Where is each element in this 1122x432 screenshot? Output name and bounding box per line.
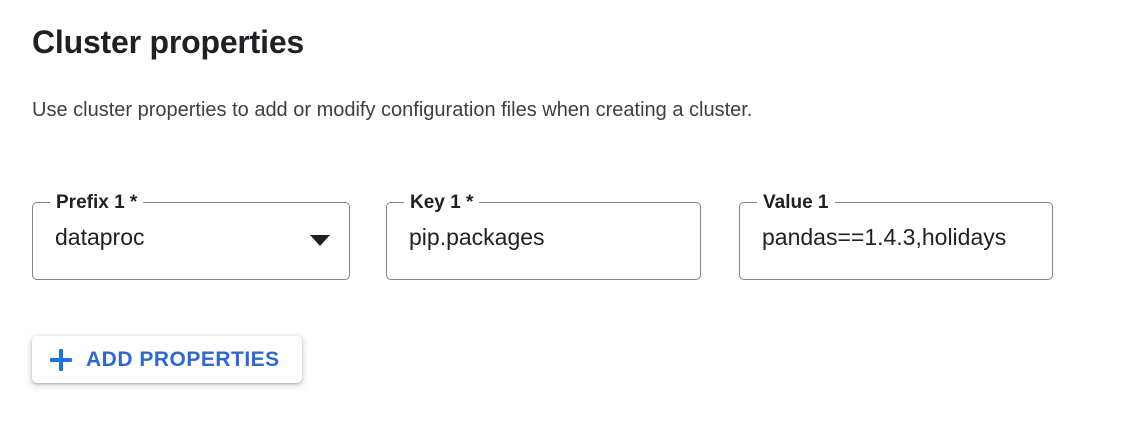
add-properties-button[interactable]: ADD PROPERTIES <box>32 336 302 383</box>
plus-icon <box>50 348 72 371</box>
value-value: pandas==1.4.3,holidays <box>762 224 1007 250</box>
prefix-value: dataproc <box>55 224 145 250</box>
key-value: pip.packages <box>409 224 545 250</box>
key-label: Key 1 * <box>404 191 480 215</box>
prefix-select[interactable]: Prefix 1 * dataproc <box>32 191 350 280</box>
value-label: Value 1 <box>757 191 835 215</box>
properties-row: Prefix 1 * dataproc Key 1 * pip.packages… <box>0 191 1122 284</box>
value-input[interactable]: Value 1 pandas==1.4.3,holidays <box>739 191 1053 280</box>
prefix-label: Prefix 1 * <box>50 191 144 215</box>
chevron-down-icon[interactable] <box>310 235 330 246</box>
key-input[interactable]: Key 1 * pip.packages <box>386 191 701 280</box>
add-properties-label: ADD PROPERTIES <box>86 347 280 371</box>
section-description: Use cluster properties to add or modify … <box>32 99 753 121</box>
page-title: Cluster properties <box>32 24 305 60</box>
